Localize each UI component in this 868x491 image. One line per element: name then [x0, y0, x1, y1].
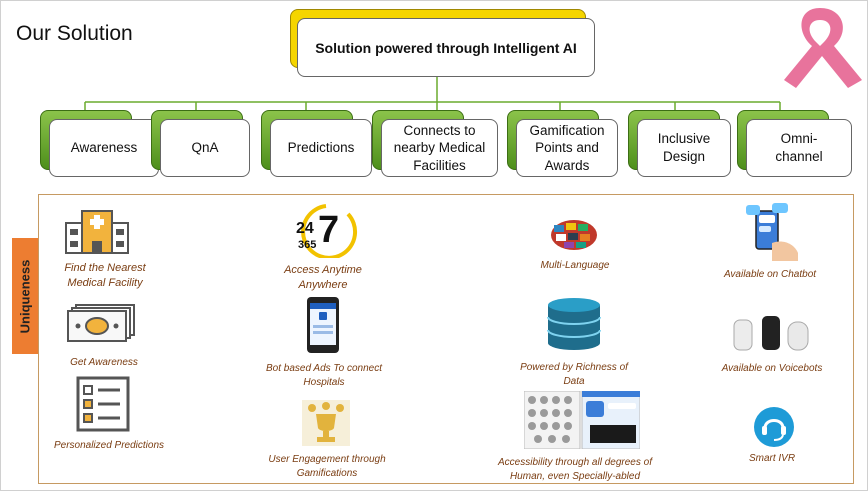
- feature-bot-ads: Bot based Ads To connect Hospitals: [265, 363, 382, 388]
- feature-chatbot: Available on Chatbot: [723, 269, 817, 280]
- trophy-icon: [302, 400, 350, 446]
- category-label: Awareness: [49, 119, 159, 177]
- feature-accessibility: Accessibility through all degrees of Hum…: [498, 457, 652, 482]
- mobile-app-icon: [307, 297, 339, 353]
- globe-flags-icon: [551, 220, 597, 250]
- clock-247-days: 7: [318, 209, 339, 251]
- database-icon: [547, 298, 601, 350]
- checklist-icon: [76, 376, 130, 432]
- feature-smart-ivr: Smart IVR: [748, 453, 796, 464]
- feature-awareness: Get Awareness: [70, 357, 138, 368]
- ivr-headset-icon: [754, 407, 794, 447]
- feature-access-anytime: Access Anytime Anywhere: [284, 264, 362, 291]
- category-label: Inclusive Design: [637, 119, 731, 177]
- hospital-icon: [65, 210, 129, 254]
- feature-nearest-facility: Find the Nearest Medical Facility: [64, 262, 146, 289]
- pink-ribbon-icon: [784, 8, 862, 88]
- money-icon: [67, 304, 135, 342]
- feature-multi-language: Multi-Language: [540, 260, 610, 271]
- feature-richness: Powered by Richness of Data: [520, 362, 628, 387]
- feature-engagement: User Engagement through Gamifications: [268, 454, 386, 479]
- clock-247-icon: 24 7 365: [296, 204, 358, 258]
- sign-language-icon: [524, 391, 640, 449]
- smart-speakers-icon: [733, 316, 809, 351]
- category-label: Gamification Points and Awards: [516, 119, 618, 177]
- uniqueness-box: [38, 194, 854, 484]
- chatbot-phone-icon: [746, 203, 798, 261]
- uniqueness-label: Uniqueness: [12, 238, 38, 354]
- slide-title: Our Solution: [16, 22, 133, 45]
- clock-247-year: 365: [298, 239, 316, 251]
- category-label: QnA: [160, 119, 250, 177]
- feature-voicebots: Available on Voicebots: [721, 363, 823, 374]
- category-label: Predictions: [270, 119, 372, 177]
- category-label: Omni-channel: [746, 119, 852, 177]
- top-box: Solution powered through Intelligent AI: [297, 18, 595, 77]
- clock-247-hours: 24: [296, 220, 314, 237]
- category-label: Connects to nearby Medical Facilities: [381, 119, 498, 177]
- feature-predictions: Personalized Predictions: [53, 440, 165, 451]
